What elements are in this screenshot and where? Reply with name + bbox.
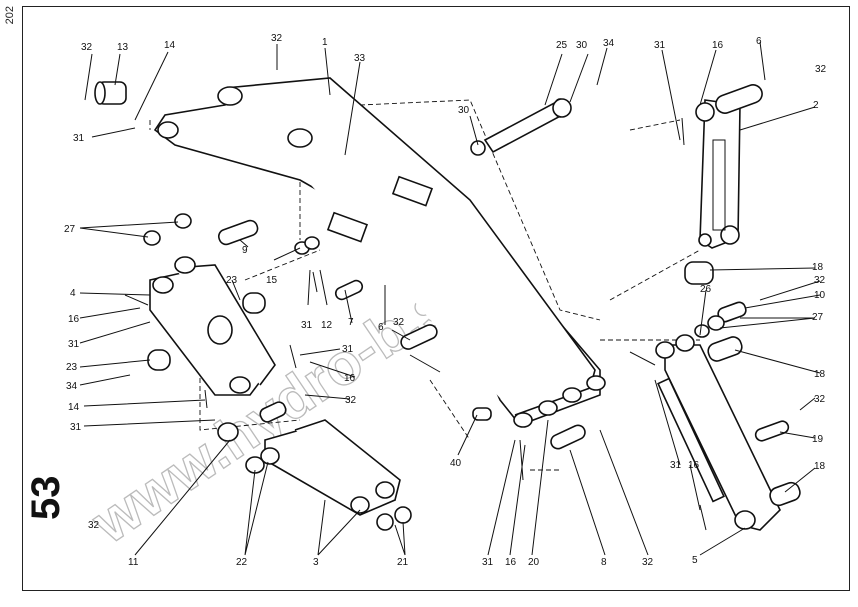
callout: 31 <box>68 339 80 350</box>
callout: 23 <box>226 275 238 286</box>
callout: 33 <box>354 53 366 64</box>
callout: 13 <box>117 42 129 53</box>
callout: 31 <box>342 344 354 355</box>
callout: 34 <box>66 381 78 392</box>
callout: 6 <box>378 322 384 333</box>
callout: 9 <box>242 245 248 256</box>
cotter-pins <box>124 117 707 531</box>
callout: 27 <box>64 224 76 235</box>
callout: 32 <box>81 42 93 53</box>
callout: 16 <box>712 40 724 51</box>
right-bushings <box>472 84 801 507</box>
side-link-plate <box>695 99 741 249</box>
callout: 14 <box>164 40 176 51</box>
callout: 26 <box>700 284 712 295</box>
callout: 1 <box>322 37 328 48</box>
callout: 25 <box>556 40 568 51</box>
callout: 14 <box>68 402 80 413</box>
callout: 23 <box>66 362 78 373</box>
callout: 30 <box>576 40 588 51</box>
callout: 16 <box>68 314 80 325</box>
callout: 22 <box>236 557 248 568</box>
callout: 32 <box>642 557 654 568</box>
callout: 8 <box>601 557 607 568</box>
callout: 32 <box>271 33 283 44</box>
callout: 7 <box>348 317 354 328</box>
callout: 21 <box>397 557 409 568</box>
callout: 3 <box>313 557 319 568</box>
main-boom-arm <box>153 77 606 428</box>
callout: 16 <box>344 373 356 384</box>
callout: 31 <box>73 133 85 144</box>
rocker-plate-4 <box>149 256 276 396</box>
callout: 32 <box>345 395 357 406</box>
callout: 12 <box>321 320 333 331</box>
right-link-5 <box>655 334 781 531</box>
callout: 6 <box>756 36 762 47</box>
bushing-13 <box>94 81 127 105</box>
callout: 30 <box>458 105 470 116</box>
callout: 18 <box>812 262 824 273</box>
callout: 31 <box>482 557 494 568</box>
callout: 31 <box>654 40 666 51</box>
callout: 2 <box>813 100 819 111</box>
callout: 40 <box>450 458 462 469</box>
lower-links-3 <box>217 401 412 531</box>
callout: 20 <box>528 557 540 568</box>
callout: 31 <box>670 460 682 471</box>
callout: 16 <box>505 557 517 568</box>
callout: 18 <box>814 369 826 380</box>
callout: 32 <box>815 64 827 75</box>
callout: 32 <box>814 275 826 286</box>
callout: 5 <box>692 555 698 566</box>
callout: 19 <box>812 434 824 445</box>
callout: 4 <box>70 288 76 299</box>
callout: 32 <box>814 394 826 405</box>
callout: 32 <box>393 317 405 328</box>
callout: 31 <box>301 320 313 331</box>
callout: 15 <box>266 275 278 286</box>
callout: 34 <box>603 38 615 49</box>
callout: 10 <box>814 290 826 301</box>
callout: 32 <box>88 520 100 531</box>
callout: 31 <box>70 422 82 433</box>
callout: 16 <box>688 460 700 471</box>
pin-25 <box>470 98 572 156</box>
leader-lines <box>79 41 821 556</box>
callout: 27 <box>812 312 824 323</box>
callout: 18 <box>814 461 826 472</box>
callout: 11 <box>128 557 139 568</box>
assembly-guide-lines <box>149 99 701 471</box>
drawing-frame <box>22 6 850 591</box>
callout-labels: 32 13 14 31 32 1 33 25 30 34 30 31 16 6 … <box>64 33 827 568</box>
left-bushings <box>143 213 438 371</box>
